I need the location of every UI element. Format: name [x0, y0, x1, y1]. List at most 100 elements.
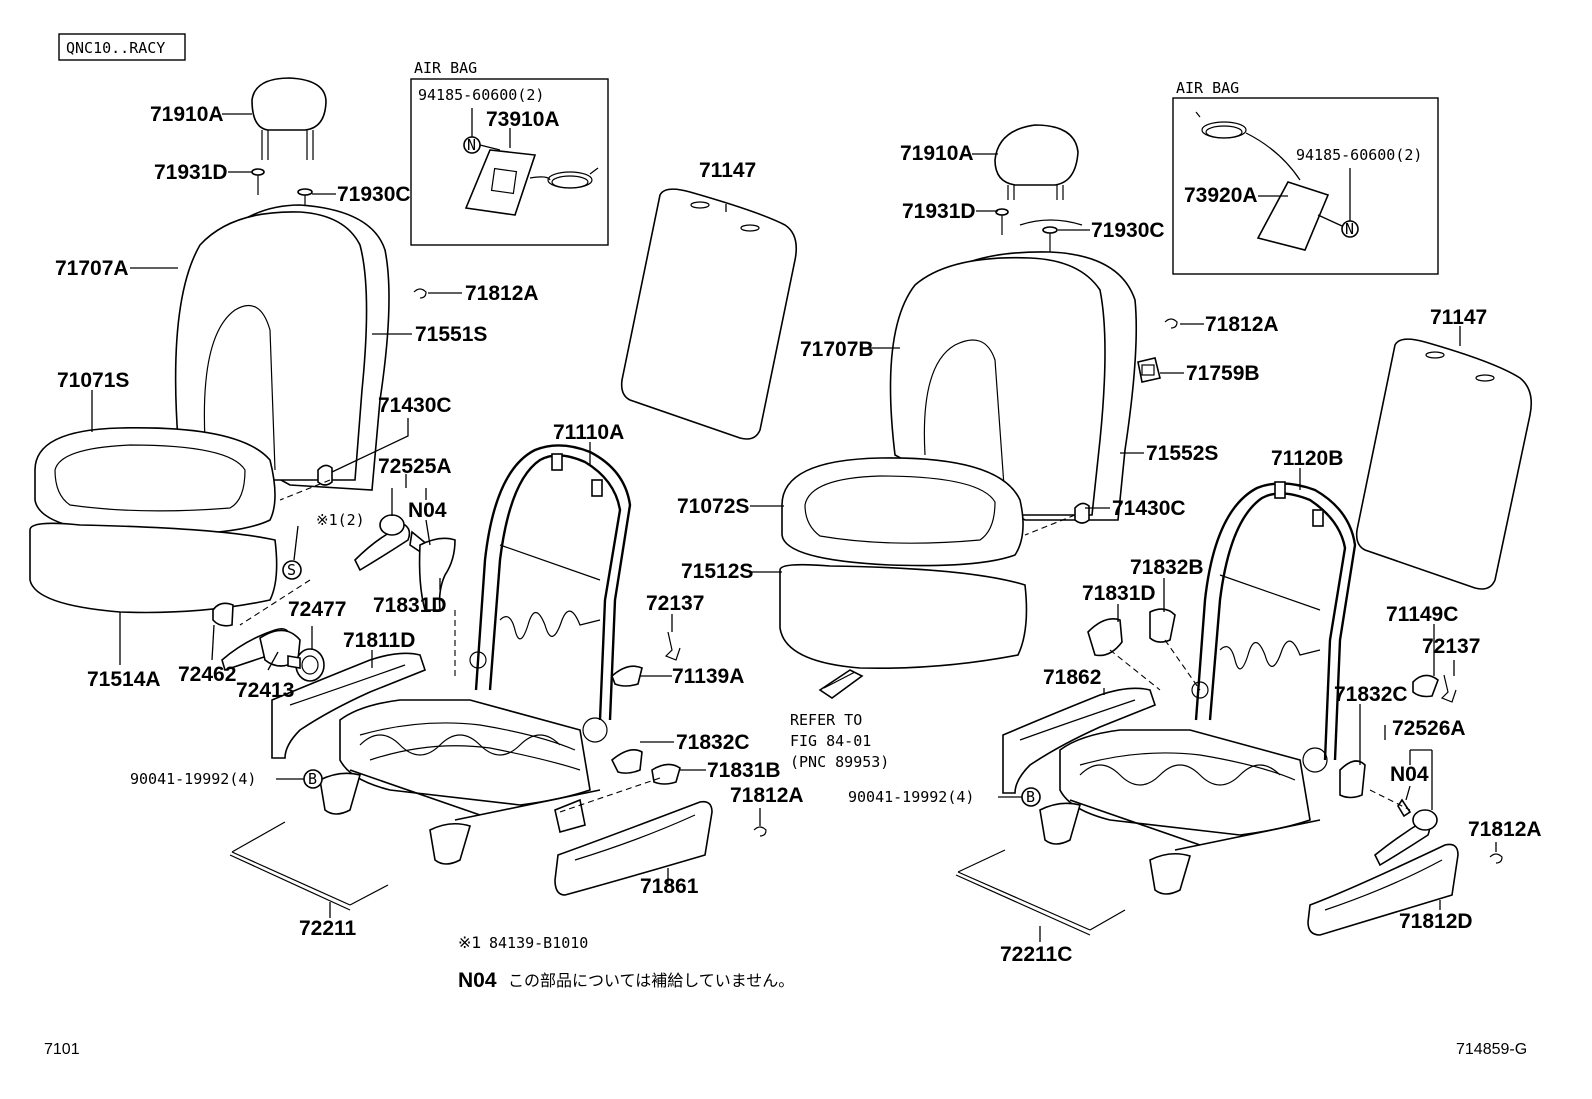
callout-b-right: B — [1021, 787, 1041, 807]
label-left-clip-a2: 71812A — [730, 784, 804, 807]
right-airbag-title: AIR BAG — [1176, 79, 1239, 97]
label-right-shield: 71862 — [1043, 666, 1101, 689]
label-left-cover-d: 71831D — [373, 594, 447, 617]
label-left-knob-b: 72477 — [288, 598, 346, 621]
right-back-board — [1355, 338, 1533, 590]
right-airbag-bolt: 94185-60600(2) — [1296, 146, 1422, 164]
label-left-cover-139: 71139A — [672, 665, 744, 688]
left-wire-72211 — [229, 821, 389, 911]
dashed-guides — [239, 479, 1411, 813]
left-shield-811d — [271, 652, 426, 759]
label-left-cushion-pad: 71514A — [87, 668, 161, 691]
label-left-knob-a: 72462 — [178, 663, 236, 686]
left-airbag-box — [410, 78, 609, 246]
left-spring-72137 — [664, 631, 681, 661]
label-left-side-shield: 71861 — [640, 875, 699, 898]
label-right-guide-d: 71931D — [902, 200, 976, 223]
label-right-side-shield: 71812D — [1399, 910, 1473, 933]
label-refer-line3: (PNC 89953) — [790, 753, 889, 771]
left-airbag-callout-n: N — [467, 136, 476, 154]
model-code-box — [58, 33, 186, 61]
left-guide-screws — [251, 168, 313, 214]
callout-b-right-label: B — [1026, 788, 1035, 806]
label-right-frame: 71120B — [1271, 447, 1343, 470]
right-airbag-module-icon: N — [1195, 111, 1359, 251]
right-headrest — [994, 124, 1079, 200]
right-airbag-bag: 73920A — [1184, 184, 1258, 207]
label-left-guide-c: 71930C — [337, 183, 411, 206]
label-right-cover-149c: 71149C — [1386, 603, 1458, 626]
label-right-clip-a2: 71812A — [1468, 818, 1542, 841]
label-left-n04: N04 — [408, 499, 447, 522]
label-left-spring: 72137 — [646, 592, 704, 615]
label-left-cushion-cover: 71071S — [57, 369, 129, 392]
label-right-guide-c: 71930C — [1091, 219, 1165, 242]
left-frame-110a — [469, 444, 632, 743]
center-refer-part — [818, 669, 864, 699]
note1-part: 84139-B1010 — [489, 934, 588, 952]
label-right-cover-832c: 71832C — [1334, 683, 1408, 706]
page-code: 7101 — [44, 1041, 80, 1058]
right-shield-71862 — [1002, 687, 1156, 794]
right-frame-120b — [1191, 481, 1357, 773]
left-cover-831d — [418, 537, 456, 611]
right-seat-back — [889, 251, 1138, 521]
label-left-guide-d: 71931D — [154, 161, 228, 184]
left-cover-832c — [611, 749, 643, 774]
left-seat-track — [319, 699, 601, 865]
left-lever — [354, 514, 429, 572]
left-seat-cushion — [29, 426, 278, 614]
label-left-cover-831b: 71831B — [707, 759, 781, 782]
label-refer-line1: REFER TO — [790, 711, 862, 729]
label-left-wire: 72211 — [299, 917, 357, 940]
label-left-headrest: 71910A — [150, 103, 224, 126]
left-cover-831b — [651, 763, 681, 785]
label-right-bolt: 90041-19992(4) — [848, 788, 974, 806]
callout-s-label: S — [287, 561, 296, 579]
left-side-shield-71861 — [554, 800, 713, 896]
left-airbag-module-icon: N — [463, 108, 599, 216]
right-airbag-callout-n: N — [1345, 220, 1354, 238]
callout-s: S — [282, 560, 302, 580]
label-left-hook: 71430C — [378, 394, 452, 417]
label-right-wire: 72211C — [1000, 943, 1072, 966]
right-cover-832c — [1339, 760, 1366, 799]
left-seat-back — [174, 204, 390, 491]
right-cover-832b — [1149, 608, 1176, 643]
right-spring-72137 — [1440, 674, 1457, 703]
left-airbag-title: AIR BAG — [414, 59, 477, 77]
label-left-back-cover: 71551S — [415, 323, 487, 346]
label-right-hook: 71430C — [1112, 497, 1186, 520]
left-cover-139a — [611, 665, 643, 687]
label-right-back-pad: 71707B — [800, 338, 874, 361]
left-headrest — [251, 77, 327, 160]
label-right-n04: N04 — [1390, 763, 1429, 786]
left-airbag-bolt: 94185-60600(2) — [418, 86, 544, 104]
right-latch-759b — [1137, 357, 1161, 383]
label-center-back-board: 71147 — [699, 159, 756, 182]
note1-mark: ※1 — [458, 933, 482, 952]
label-left-knob-c: 72413 — [236, 679, 294, 702]
label-center-cushion-cover: 71072S — [677, 495, 749, 518]
right-clips — [1074, 318, 1503, 864]
right-wire-72211c — [955, 849, 1126, 936]
note-n04-text: この部品については補給していません。 — [508, 971, 794, 990]
callout-b-left: B — [303, 769, 323, 789]
note-n04-mark: N04 — [458, 969, 497, 992]
right-side-shield-71812d — [1307, 843, 1459, 936]
label-right-spring: 72137 — [1422, 635, 1480, 658]
label-left-shield-d: 71811D — [343, 629, 415, 652]
label-right-headrest: 71910A — [900, 142, 974, 165]
label-refer-line2: FIG 84-01 — [790, 732, 871, 750]
model-code: QNC10..RACY — [66, 39, 165, 57]
label-right-latch: 71759B — [1186, 362, 1260, 385]
right-seat-cushion — [779, 457, 1028, 670]
label-left-cover-832c: 71832C — [676, 731, 750, 754]
label-left-clip-a: 71812A — [465, 282, 539, 305]
leader-lines — [91, 113, 1497, 942]
label-left-note-ref: ※1(2) — [316, 511, 365, 529]
center-back-board — [620, 188, 798, 440]
left-airbag-bag: 73910A — [486, 108, 560, 131]
figure-id: 714859-G — [1456, 1041, 1527, 1058]
